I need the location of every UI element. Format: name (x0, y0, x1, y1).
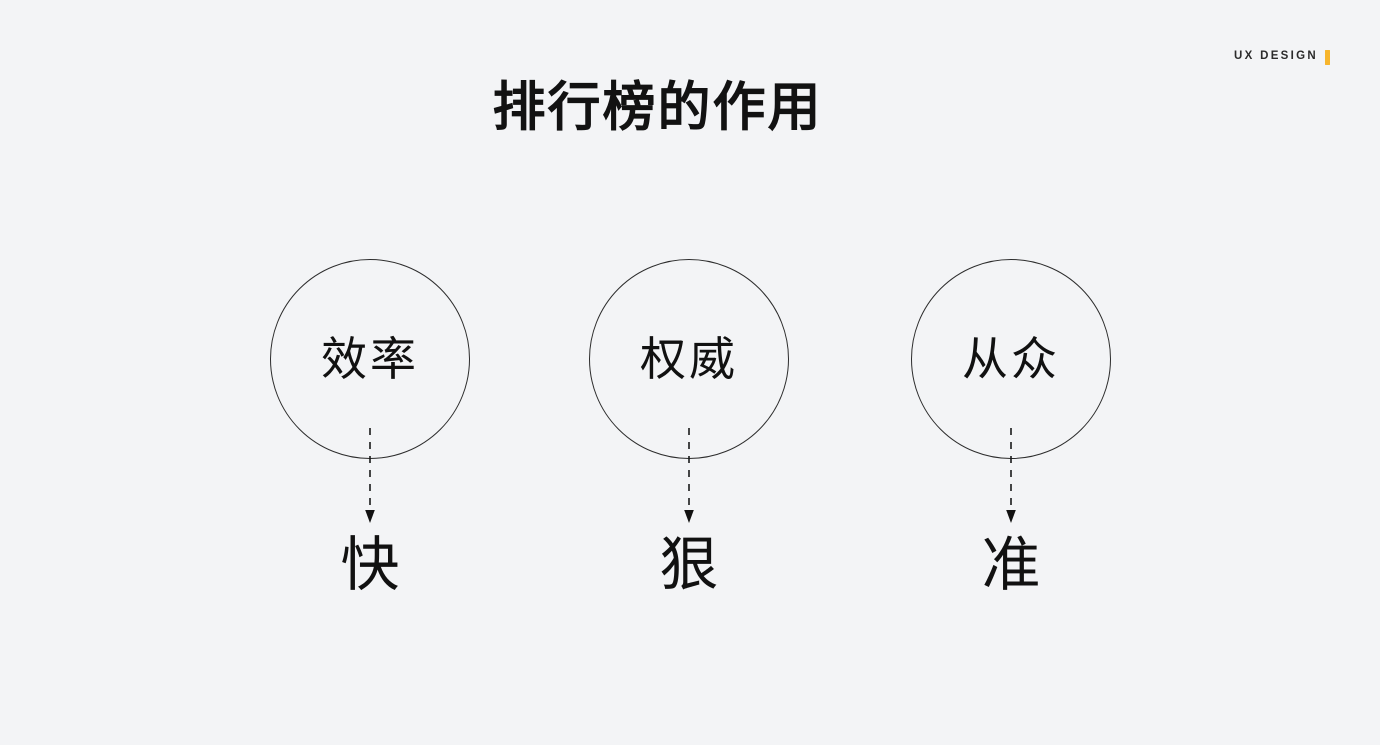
brand-accent-bar-icon (1325, 49, 1330, 65)
dashed-arrow-icon-3 (1005, 428, 1017, 525)
dashed-arrow-icon-2 (683, 428, 695, 525)
cause-label-3: 从众 (962, 333, 1060, 385)
dashed-arrow-icon-1 (364, 428, 376, 525)
diagram-node-1: 效率 快 (240, 259, 500, 659)
brand-label: UX DESIGN (1234, 50, 1318, 63)
diagram-node-2: 权威 狠 (559, 259, 819, 659)
effect-label-3: 准 (981, 532, 1041, 598)
brand-logo: UX DESIGN (1234, 48, 1330, 66)
diagram-node-3: 从众 准 (881, 259, 1141, 659)
cause-label-2: 权威 (640, 333, 738, 385)
page-title: 排行榜的作用 (492, 78, 823, 137)
cause-circle-3: 从众 (911, 259, 1111, 459)
diagram: 效率 快 权威 狠 (0, 259, 1380, 659)
effect-label-1: 快 (340, 532, 400, 598)
effect-label-2: 狠 (659, 532, 719, 598)
cause-label-1: 效率 (321, 333, 419, 385)
